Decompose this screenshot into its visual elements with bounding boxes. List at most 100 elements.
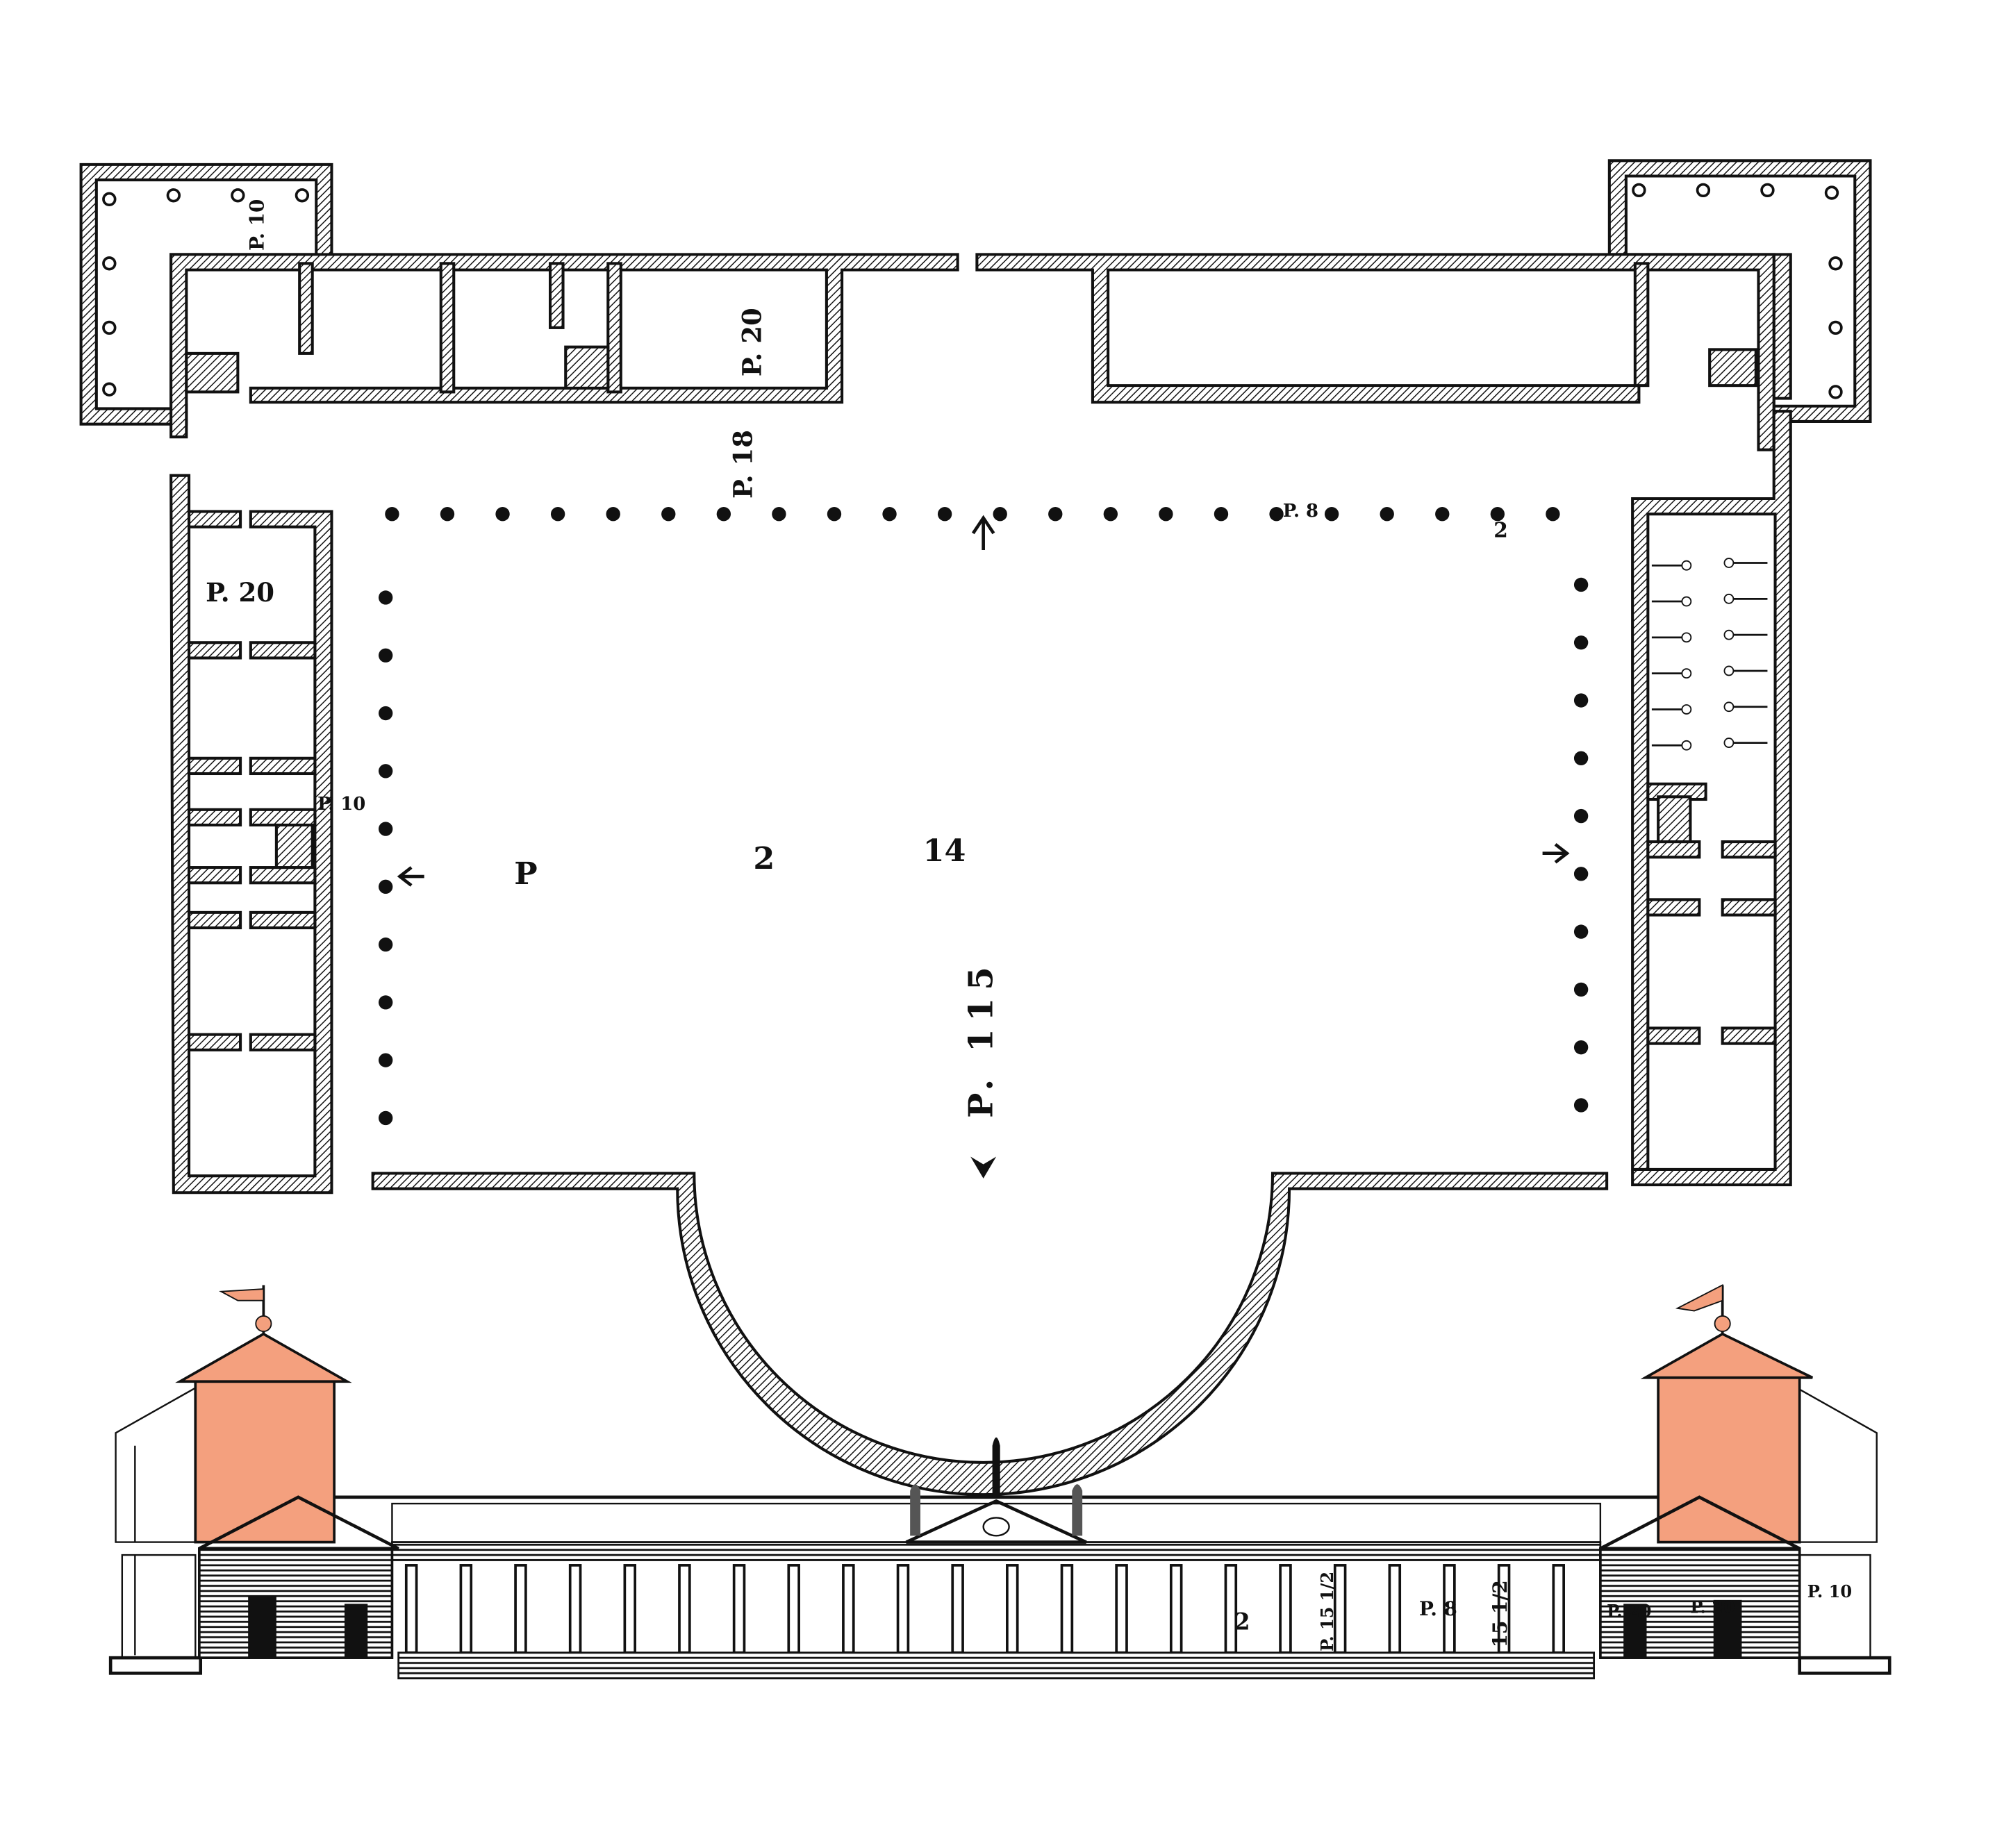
stair-knob [1723, 665, 1735, 676]
facade-column [842, 1564, 855, 1654]
label-top-right-col: P. 8 [1283, 501, 1318, 522]
statue-center [992, 1437, 1000, 1497]
court-column [378, 995, 393, 1010]
label-right-p10: P. 10 [1807, 1581, 1852, 1601]
court-column [1103, 507, 1118, 522]
stair-knob [1681, 740, 1692, 751]
wing-top-left [169, 253, 959, 439]
facade-column [1060, 1564, 1074, 1654]
label-left-small: P. 10 [317, 794, 365, 815]
label-court-width-2: 2 [753, 840, 775, 876]
label-court-width-14: 14 [923, 833, 966, 869]
tower-column [102, 382, 117, 397]
wing-left [169, 474, 333, 1194]
court-column [1573, 1098, 1589, 1113]
statue-right [1072, 1484, 1083, 1536]
court-column [1324, 507, 1339, 522]
court-column [772, 507, 786, 522]
facade-column [1169, 1564, 1183, 1654]
flag-left-icon [219, 1288, 265, 1301]
court-column [378, 937, 393, 952]
label-col-15: 15 1/2 [1489, 1580, 1512, 1647]
stair-knob [1681, 704, 1692, 715]
court-column [378, 590, 393, 605]
court-column [1573, 808, 1589, 824]
pavilion-left [108, 1285, 399, 1675]
court-front-wall [371, 1172, 1609, 1497]
label-intercol: P. 8 [1419, 1597, 1457, 1620]
court-column [1048, 507, 1063, 522]
court-column [378, 1053, 393, 1067]
facade-column [1115, 1564, 1128, 1654]
court-column [378, 764, 393, 779]
court-column [1214, 507, 1229, 522]
tower-column [1760, 183, 1775, 198]
arrow-left-icon [397, 866, 424, 887]
facade-column [1006, 1564, 1019, 1654]
label-right-p20a: P. 20 [1607, 1601, 1651, 1621]
court-column [661, 507, 676, 522]
stair-knob [1723, 558, 1735, 568]
tower-column [102, 320, 117, 335]
wing-right [1631, 410, 1792, 1187]
court-column [882, 507, 897, 522]
facade-column [787, 1564, 800, 1654]
label-left-room: P. 20 [206, 577, 274, 608]
court-column [378, 706, 393, 721]
wing-top-right [975, 253, 1775, 451]
stair-rods [1651, 558, 1768, 751]
court-column [1380, 507, 1394, 522]
facade-column [459, 1564, 473, 1654]
facade-column [623, 1564, 637, 1654]
facade-column [1279, 1564, 1292, 1654]
facade-column [1388, 1564, 1402, 1654]
court-column [827, 507, 842, 522]
court-column [1573, 751, 1589, 765]
court-column [716, 507, 731, 522]
tower-column [1828, 256, 1843, 271]
tower-column [1824, 185, 1839, 200]
stair-knob [1681, 632, 1692, 643]
facade-column [404, 1564, 418, 1654]
facade-column [896, 1564, 910, 1654]
facade-column [732, 1564, 746, 1654]
tower-column [231, 188, 245, 203]
court-column [606, 507, 620, 522]
tower-column [295, 188, 310, 203]
front-elevation: 2 P. 15 1/2 P. 8 15 1/2 P. 20 P. 20 P. 1… [108, 1283, 1891, 1680]
label-top-room: P. 20 [737, 308, 768, 376]
court-column [550, 507, 565, 522]
court-column [495, 507, 510, 522]
stair-knob [1723, 593, 1735, 604]
tower-column [1828, 385, 1843, 399]
label-top-right-2: 2 [1493, 518, 1508, 542]
arrow-bottom-icon [970, 1156, 997, 1179]
stair-knob [1723, 738, 1735, 748]
tower-column [102, 256, 117, 271]
court-column [993, 507, 1007, 522]
court-column [378, 648, 393, 663]
court-column [385, 507, 399, 522]
label-right-p20b: P. 20 [1690, 1597, 1735, 1617]
stair-knob [1681, 668, 1692, 679]
courtyard-colonnade [102, 183, 1843, 1126]
court-column [1159, 507, 1173, 522]
stair-knob [1681, 560, 1692, 571]
statue-left [910, 1484, 920, 1536]
stair-knob [1681, 596, 1692, 607]
arrow-top-icon [971, 515, 995, 551]
court-column [1573, 577, 1589, 592]
facade-column [951, 1564, 964, 1654]
facade-column [1552, 1564, 1565, 1654]
pavilion-right [1599, 1283, 1891, 1675]
label-court-top-depth: P. 18 [728, 430, 759, 499]
flag-right-icon [1675, 1283, 1723, 1312]
court-column [1546, 507, 1560, 522]
court-column [1573, 982, 1589, 997]
label-center-2: 2 [1234, 1608, 1250, 1635]
court-column [378, 1110, 393, 1126]
tower-column [1828, 320, 1843, 335]
label-col-height: P. 15 1/2 [1317, 1572, 1337, 1651]
court-column [1490, 507, 1505, 522]
